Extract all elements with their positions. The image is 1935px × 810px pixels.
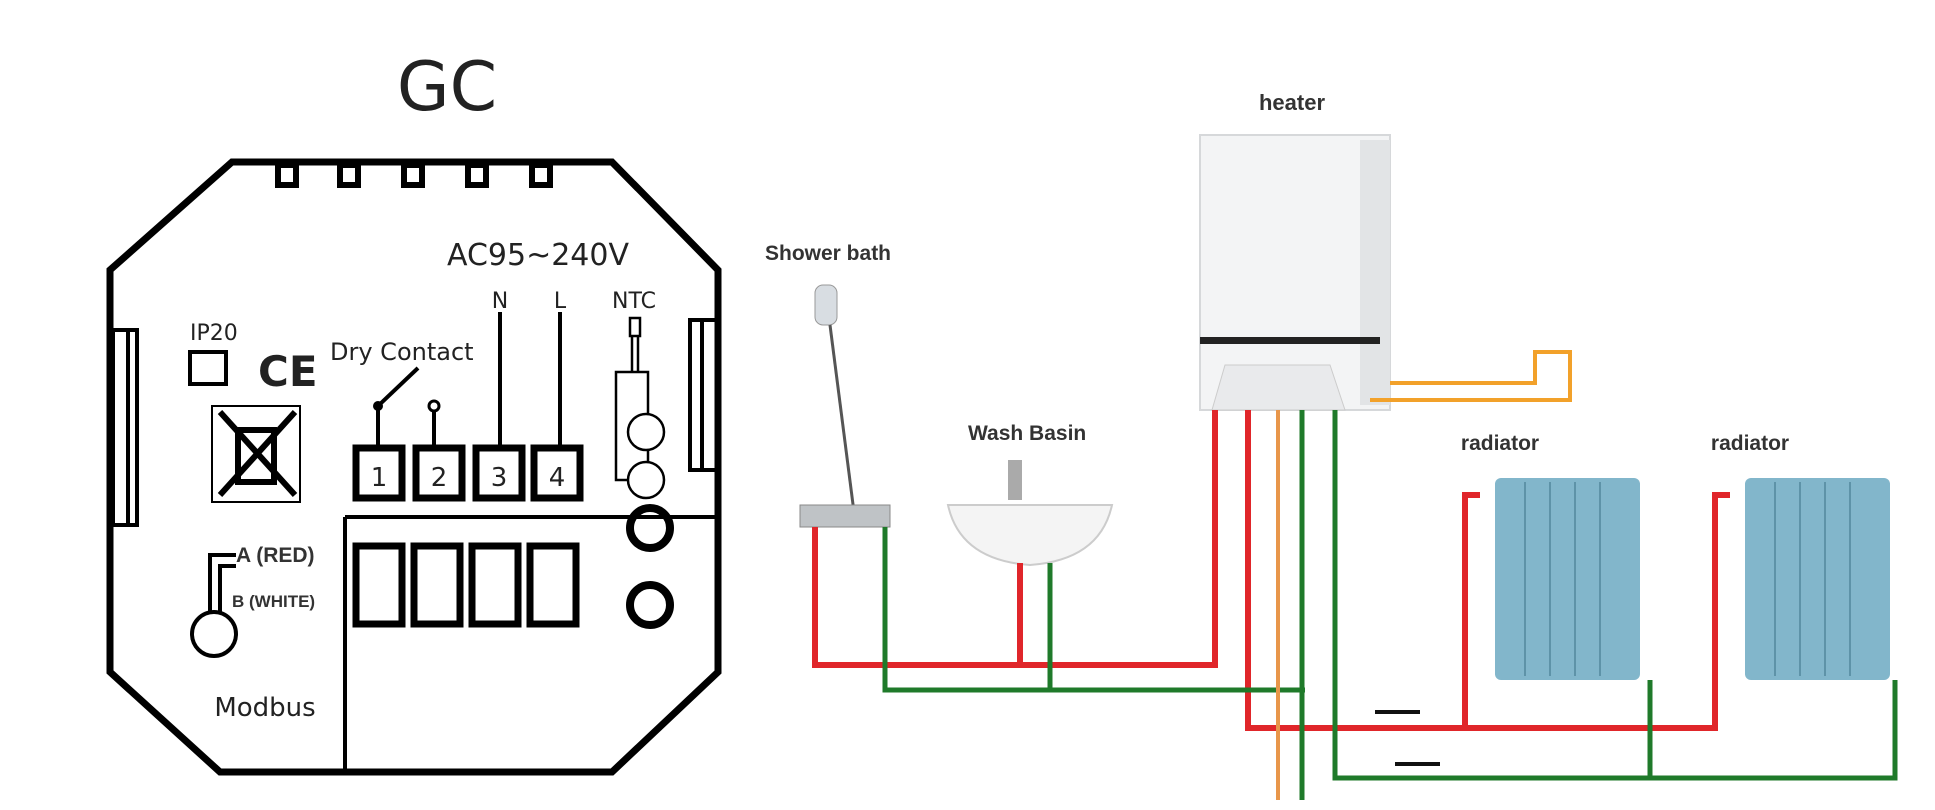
basin-label: Wash Basin [968,422,1086,445]
terminal-3: 3 [491,463,508,493]
ntc-sensor-icon [614,316,666,500]
flow-arrows [1375,710,1440,766]
radiator-2-label: radiator [1711,432,1789,455]
hot-water-pipes [812,410,1730,731]
shower-icon [799,284,891,528]
ip-rating: IP20 [190,321,238,346]
model-title: GC [397,48,497,127]
shower-label: Shower bath [765,242,891,265]
bottom-slots [352,542,580,628]
modbus-b-label: B (WHITE) [232,592,315,611]
ce-mark-icon: CE [258,347,318,396]
radiator-1-label: radiator [1461,432,1539,455]
radiator-1 [1495,478,1640,680]
neutral-label: N [492,289,508,314]
heater-label: heater [1259,90,1325,115]
modbus-connector-icon [190,553,238,658]
ip-square-icon [188,350,228,386]
dry-contact-label: Dry Contact [330,338,474,366]
switch-icon [376,366,420,408]
terminal-2: 2 [431,463,448,493]
left-clip [111,328,139,527]
gas-pipe [1370,350,1572,402]
modbus-label: Modbus [214,693,315,723]
cold-water-pipes [882,410,1898,800]
live-label: L [554,289,567,314]
thermostat-body [106,158,722,776]
top-notches [275,162,553,188]
ntc-label: NTC [612,289,656,314]
terminal-block: 1 2 3 4 [352,444,584,502]
weee-bin-icon [211,405,301,503]
basin-icon [946,460,1114,567]
modbus-a-label: A (RED) [236,544,315,567]
voltage-label: AC95~240V [447,238,630,273]
heater-boiler [1199,134,1391,411]
terminal-4: 4 [549,463,566,493]
radiator-2 [1745,478,1890,680]
terminal-1: 1 [371,463,388,493]
